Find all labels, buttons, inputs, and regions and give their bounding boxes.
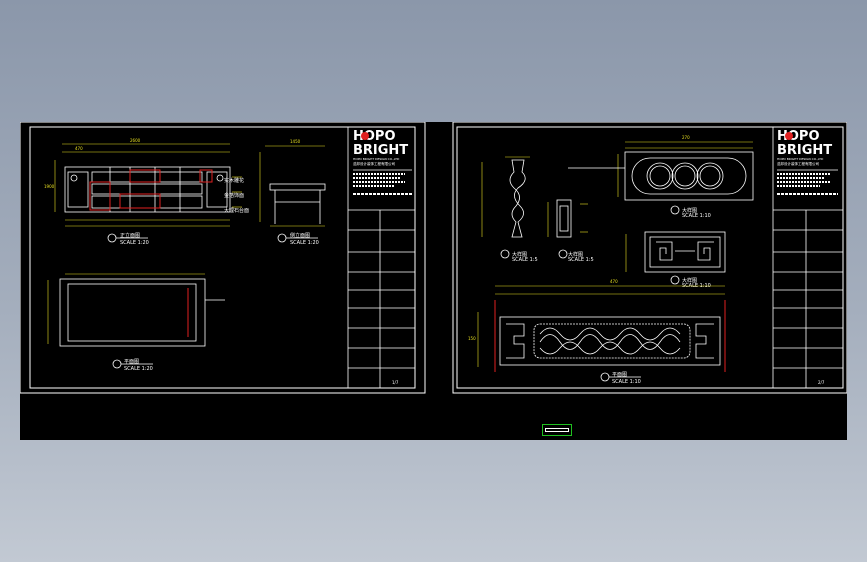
ring-panel-title: 大样图 bbox=[682, 207, 697, 214]
note-carving: 实木雕花 bbox=[224, 177, 244, 184]
logo-bright: BRIGHT bbox=[777, 143, 832, 158]
carved-rail-drawing[interactable]: 470 150 平面图 SCALE 1:10 bbox=[468, 279, 726, 385]
sheet-2[interactable]: 大样图 SCALE 1:5 大样图 SCALE 1:5 270 bbox=[452, 122, 847, 394]
svg-text:SCALE 1:5: SCALE 1:5 bbox=[568, 257, 594, 263]
plan-view-title: 平面图 bbox=[124, 359, 139, 365]
front-elevation-drawing[interactable]: 2600 470 1900 实木雕花 金箔饰 bbox=[44, 138, 249, 246]
svg-text:SCALE 1:10: SCALE 1:10 bbox=[682, 213, 711, 219]
svg-text:470: 470 bbox=[75, 146, 83, 151]
svg-text:150: 150 bbox=[468, 336, 476, 341]
side-elevation-scale: SCALE 1:20 bbox=[290, 240, 319, 246]
front-elevation-width-dim: 2600 bbox=[130, 138, 141, 143]
sheet-1-frame bbox=[29, 126, 416, 389]
company-english-name: HOPO BRIGHT DESIGN CO.,LTD bbox=[777, 157, 824, 161]
drawing-svg: 2600 470 1900 实木雕花 金箔饰 bbox=[20, 122, 847, 394]
side-elevation-drawing[interactable]: 1450 侧立面图 SCALE 1:20 bbox=[259, 139, 326, 246]
logo-dot-icon bbox=[785, 132, 793, 140]
svg-text:1900: 1900 bbox=[44, 184, 55, 189]
baluster-detail-title: 大样图 bbox=[512, 251, 527, 258]
ring-panel-detail-drawing[interactable]: 270 大样图 SCALE 1:10 bbox=[568, 135, 754, 219]
sheet-1[interactable]: 2600 470 1900 实木雕花 金箔饰 bbox=[20, 122, 426, 394]
note-marble: 大理石台面 bbox=[224, 207, 249, 214]
svg-text:SCALE 1:5: SCALE 1:5 bbox=[512, 257, 538, 263]
layout-tab-icon bbox=[545, 428, 569, 432]
sheet-2-title-block[interactable]: HOPO BRIGHT HOPO BRIGHT DESIGN CO.,LTD 浩… bbox=[773, 129, 843, 388]
front-elevation-scale: SCALE 1:20 bbox=[120, 240, 149, 246]
side-elevation-title: 侧立面图 bbox=[290, 232, 310, 239]
svg-text:470: 470 bbox=[610, 279, 618, 284]
sheet-1-page-number: 1/7 bbox=[392, 380, 399, 385]
logo-bright: BRIGHT bbox=[353, 143, 408, 158]
note-gold-leaf: 金箔饰面 bbox=[224, 192, 244, 199]
post-detail-drawing[interactable]: 大样图 SCALE 1:5 bbox=[547, 199, 594, 263]
logo-dot-icon bbox=[361, 132, 369, 140]
carved-rail-scale: SCALE 1:10 bbox=[612, 379, 641, 385]
sheet-2-frame bbox=[456, 126, 844, 389]
company-english-name: HOPO BRIGHT DESIGN CO.,LTD bbox=[353, 157, 400, 161]
model-space-canvas[interactable]: 2600 470 1900 实木雕花 金箔饰 bbox=[20, 122, 847, 440]
plan-view-scale: SCALE 1:20 bbox=[124, 366, 153, 372]
sheet-2-page-number: 2/7 bbox=[818, 380, 825, 385]
carved-rail-title: 平面图 bbox=[612, 372, 627, 378]
layout-tab-button[interactable] bbox=[542, 424, 572, 436]
logo-hopo: HOPO bbox=[353, 129, 396, 144]
svg-text:270: 270 bbox=[682, 135, 690, 140]
baluster-detail-drawing[interactable]: 大样图 SCALE 1:5 bbox=[481, 156, 538, 263]
company-chinese-name: 浩邦设计装饰工程有限公司 bbox=[777, 161, 819, 166]
company-chinese-name: 浩邦设计装饰工程有限公司 bbox=[353, 161, 395, 166]
svg-text:1450: 1450 bbox=[290, 139, 301, 144]
plan-view-drawing[interactable]: 平面图 SCALE 1:20 bbox=[47, 273, 225, 372]
post-detail-title: 大样图 bbox=[568, 251, 583, 258]
logo-hopo: HOPO bbox=[777, 129, 820, 144]
fret-panel-title: 大样图 bbox=[682, 277, 697, 284]
front-elevation-title: 正立面图 bbox=[120, 232, 140, 239]
sheet-1-title-block[interactable]: HOPO BRIGHT HOPO BRIGHT DESIGN CO.,LTD 浩… bbox=[348, 129, 415, 388]
